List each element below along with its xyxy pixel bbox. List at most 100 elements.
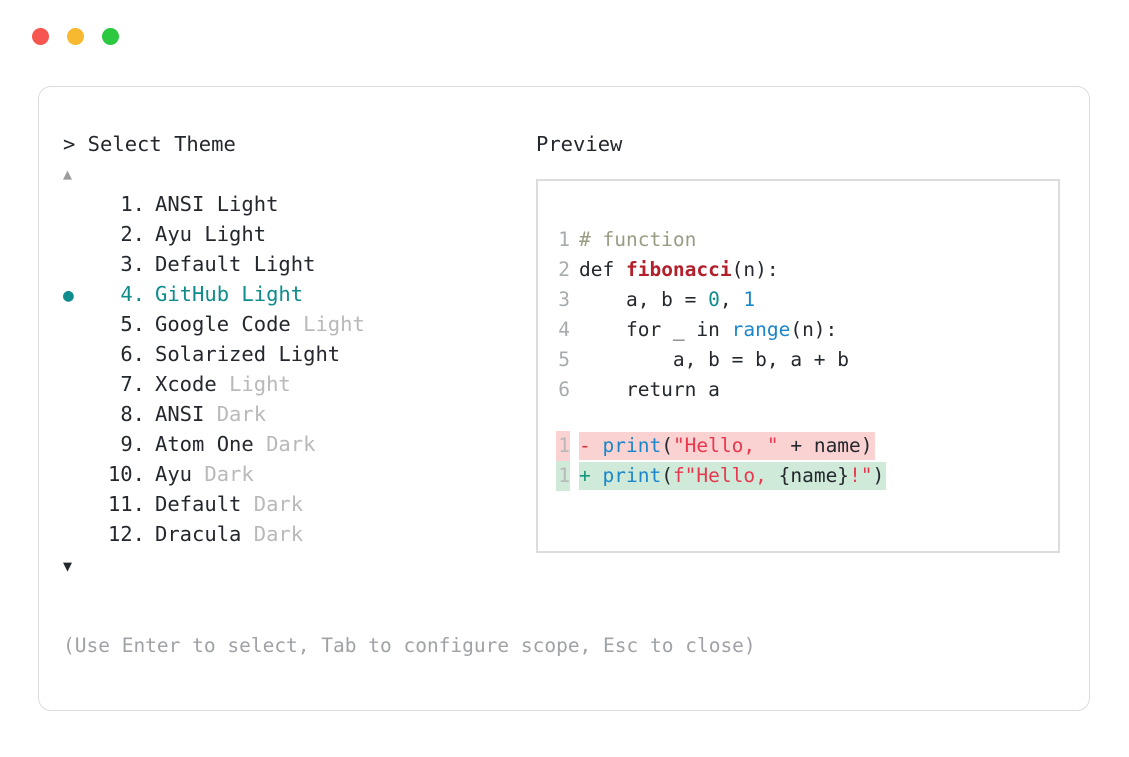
line-number: 1 <box>556 431 570 461</box>
code-token: print <box>602 434 662 457</box>
code-token: a, b = b, a + b <box>579 348 850 371</box>
line-number: 4 <box>558 318 570 341</box>
theme-variant: Dark <box>216 402 267 426</box>
theme-name: Ayu <box>155 462 193 486</box>
theme-name: Atom One <box>155 432 254 456</box>
code-line: 1 # function <box>556 225 1058 255</box>
theme-label: Google Code Light <box>145 309 365 339</box>
scroll-down-icon[interactable]: ▼ <box>63 557 73 575</box>
theme-index: 1. <box>120 192 145 216</box>
code-token: + name) <box>778 434 873 457</box>
code-token: 0 <box>708 288 720 311</box>
theme-list-item[interactable]: 10.Ayu Dark <box>63 459 523 489</box>
theme-index: 5. <box>120 312 145 336</box>
theme-variant: Light <box>216 192 279 216</box>
theme-label: Xcode Light <box>145 369 291 399</box>
diff-content: - print("Hello, " + name) <box>579 432 875 460</box>
theme-label: Solarized Light <box>145 339 340 369</box>
code-token: # function <box>579 228 697 251</box>
theme-variant: Dark <box>253 522 304 546</box>
code-token: for _ in <box>579 318 732 341</box>
close-button[interactable] <box>32 28 49 45</box>
theme-name: Default <box>155 492 242 516</box>
code-token: ) <box>872 464 885 487</box>
theme-variant: Dark <box>204 462 254 486</box>
theme-variant: Light <box>303 312 365 336</box>
theme-index: 3. <box>120 252 145 276</box>
theme-label: GitHub Light <box>145 279 303 309</box>
code-line: 6 return a <box>556 375 1058 405</box>
theme-list-item[interactable]: 3.Default Light <box>63 249 523 279</box>
code-line: 4 for _ in range(n): <box>556 315 1058 345</box>
theme-index: 11. <box>107 492 145 516</box>
line-number: 1 <box>558 228 570 251</box>
theme-label: Default Light <box>145 249 315 279</box>
theme-list-item[interactable]: 1.ANSI Light <box>63 189 523 219</box>
code-line: 3 a, b = 0, 1 <box>556 285 1058 315</box>
line-number: 2 <box>558 258 570 281</box>
theme-list-item[interactable]: 7.Xcode Light <box>63 369 523 399</box>
keyboard-hint: (Use Enter to select, Tab to configure s… <box>63 634 756 657</box>
theme-list-item[interactable]: 2.Ayu Light <box>63 219 523 249</box>
theme-index: 2. <box>120 222 145 246</box>
theme-label: Default Dark <box>145 489 303 519</box>
preview-title: Preview <box>536 132 623 156</box>
scroll-up-icon[interactable]: ▲ <box>63 165 73 183</box>
select-theme-prompt: > Select Theme <box>63 132 236 156</box>
code-token: range <box>731 318 791 341</box>
code-token: a, b = <box>579 288 709 311</box>
theme-label: Dracula Dark <box>145 519 303 549</box>
code-token: "Hello, " <box>672 434 779 457</box>
theme-variant: Light <box>204 222 267 246</box>
theme-label: ANSI Dark <box>145 399 266 429</box>
theme-list-item[interactable]: 8.ANSI Dark <box>63 399 523 429</box>
minimize-button[interactable] <box>67 28 84 45</box>
code-token: (n): <box>790 318 838 341</box>
theme-list-item[interactable]: 12.Dracula Dark <box>63 519 523 549</box>
maximize-button[interactable] <box>102 28 119 45</box>
diff-marker: + <box>579 464 603 487</box>
theme-variant: Light <box>278 342 341 366</box>
theme-list-item[interactable]: 11.Default Dark <box>63 489 523 519</box>
theme-index: 7. <box>120 372 145 396</box>
line-number: 5 <box>558 348 570 371</box>
theme-name: Ayu <box>155 222 193 246</box>
theme-variant: Light <box>253 252 316 276</box>
theme-list-item[interactable]: 9. Atom One Dark <box>63 429 523 459</box>
line-number: 6 <box>558 378 570 401</box>
diff-line-del: 1 - print("Hello, " + name) <box>556 431 1058 461</box>
theme-index: 9. <box>120 432 145 456</box>
theme-name: ANSI <box>155 402 205 426</box>
theme-name: Dracula <box>155 522 242 546</box>
theme-variant: Light <box>241 282 304 306</box>
theme-label: Ayu Light <box>145 219 266 249</box>
theme-index: 4. <box>120 282 145 306</box>
line-number: 3 <box>558 288 570 311</box>
theme-variant: Light <box>229 372 291 396</box>
code-token: {name} <box>778 464 850 487</box>
theme-name: Solarized <box>155 342 267 366</box>
diff-marker: - <box>579 434 603 457</box>
theme-list-item[interactable]: 5.Google Code Light <box>63 309 523 339</box>
code-token: fibonacci <box>625 258 732 281</box>
code-token: , <box>719 288 744 311</box>
diff-content: + print(f"Hello, {name}!") <box>579 462 887 490</box>
theme-list-item[interactable]: ● 4.GitHub Light <box>63 279 523 309</box>
theme-variant: Dark <box>253 492 304 516</box>
code-token: ( <box>661 464 673 487</box>
theme-list-item[interactable]: 6.Solarized Light <box>63 339 523 369</box>
theme-variant: Dark <box>266 432 316 456</box>
theme-index: 6. <box>120 342 145 366</box>
theme-label: Ayu Dark <box>145 459 254 489</box>
selected-bullet-icon: ● <box>63 285 74 306</box>
code-token: (n): <box>731 258 779 281</box>
theme-index: 8. <box>120 402 145 426</box>
theme-name: Xcode <box>155 372 217 396</box>
